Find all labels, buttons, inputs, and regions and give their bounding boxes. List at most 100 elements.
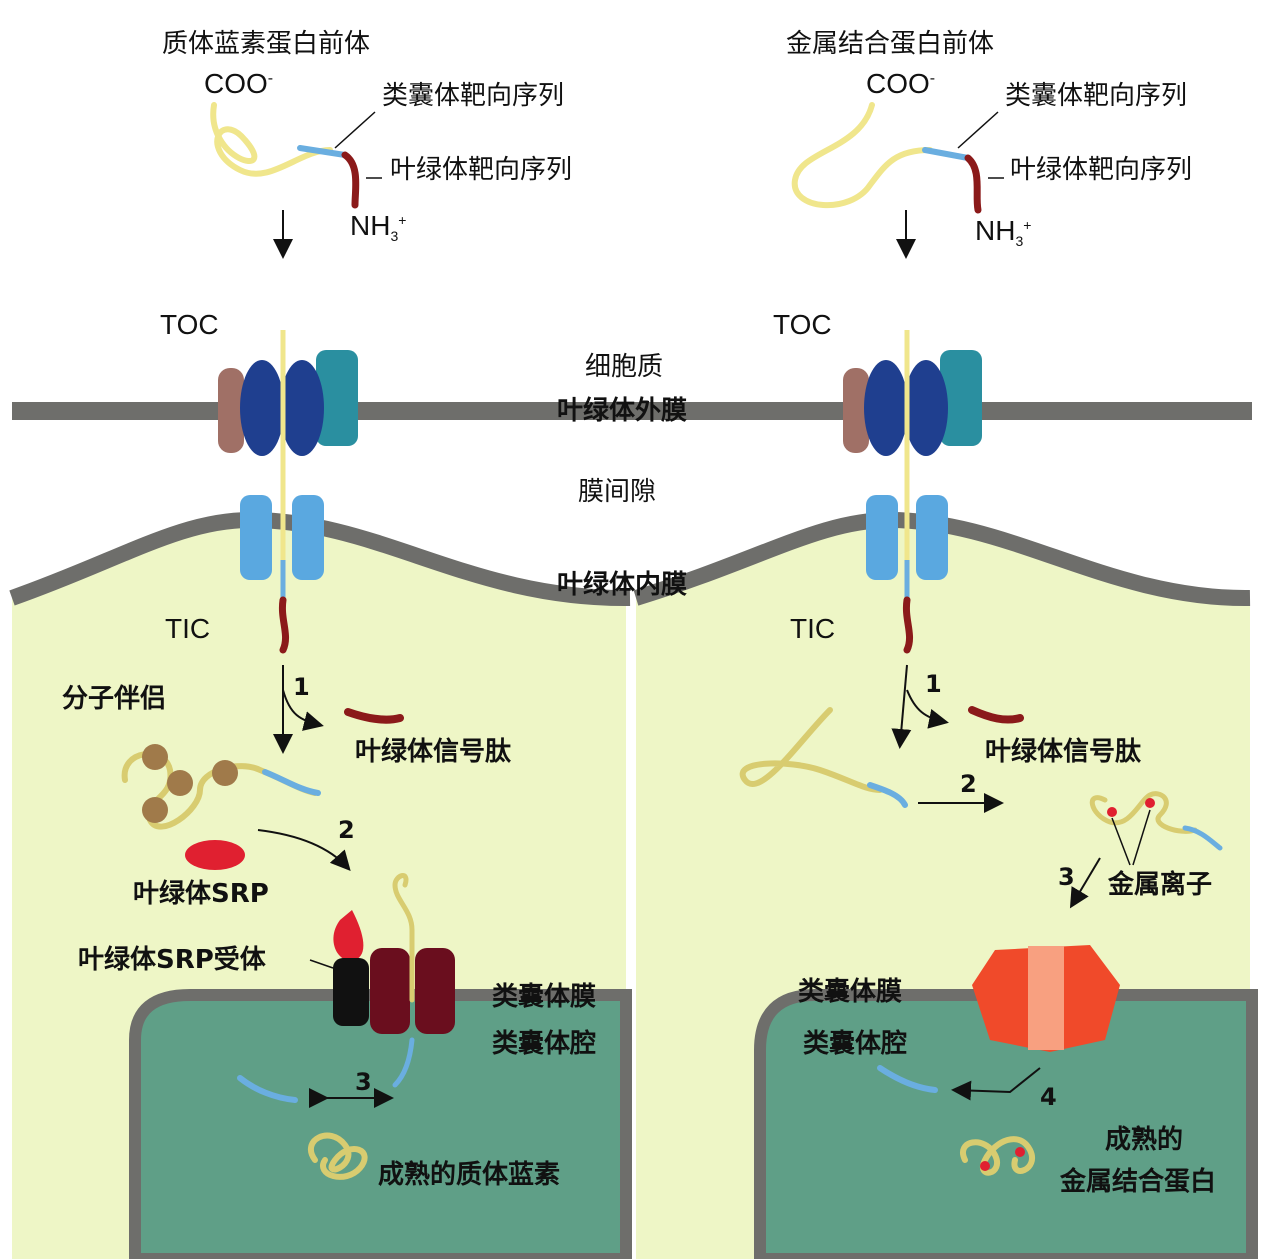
right-unfolded-signal: [867, 782, 908, 808]
left-toc-teal-subunit: [316, 350, 358, 446]
right-metal-protein-core: [1028, 946, 1064, 1050]
left-thylakoid-lumen-label: 类囊体腔: [492, 1029, 596, 1059]
right-thylakoid-signal: [922, 147, 971, 161]
right-cleaved-signal: [968, 706, 1024, 724]
left-step2: 2: [338, 816, 355, 844]
left-chaperone-label: 分子伴侣: [62, 684, 166, 714]
right-step4-arrow: [951, 1067, 1041, 1101]
right-metal-bound-chain: [1089, 791, 1198, 834]
left-srp-receptor-label: 叶绿体SRP受体: [78, 944, 267, 975]
right-metal-ion-label: 金属离子: [1107, 869, 1212, 900]
right-unfolded-chain: [739, 707, 883, 793]
panel-divider: [626, 590, 634, 1259]
thylakoid-lumen-left: [129, 989, 632, 1259]
left-thylakoid-signal: [297, 145, 348, 158]
left-tic-subunit-2: [292, 495, 324, 580]
left-srp-receptor-leader: [309, 959, 334, 969]
right-toc-teal-subunit: [940, 350, 982, 446]
left-precursor-title: 质体蓝素蛋白前体: [162, 29, 370, 59]
outer-membrane-label: 叶绿体外膜: [557, 396, 687, 426]
right-thylakoid-membrane-label: 类囊体膜: [798, 977, 902, 1007]
right-toc-brown-subunit: [843, 368, 869, 453]
right-arrow-down-2: [891, 664, 912, 749]
left-srp-on-receptor: [333, 910, 364, 961]
intermembrane-space-label: 膜间隙: [578, 477, 656, 507]
right-step3: 3: [1058, 863, 1075, 891]
right-mature-label-line1: 成熟的: [1105, 1124, 1183, 1155]
left-n-terminus: NH3+: [350, 210, 406, 244]
right-step1-branch: [906, 689, 949, 729]
left-tic-subunit-1: [240, 495, 272, 580]
left-srp-receptor: [333, 958, 369, 1026]
left-c-terminus: COO-: [204, 68, 273, 99]
right-tic-subunit-1: [866, 495, 898, 580]
left-lumen-signal: [237, 1075, 298, 1103]
left-thylakoid-seq-leader: [334, 111, 376, 149]
left-signal-peptide-label: 叶绿体信号肽: [355, 737, 512, 767]
left-toc-brown-subunit: [218, 368, 244, 453]
right-precursor-chain: [791, 102, 933, 208]
left-tic-label: TIC: [165, 613, 210, 644]
right-step4: 4: [1040, 1083, 1057, 1111]
left-toc-blue-subunit-1: [240, 360, 284, 456]
right-chloroplast-seq-label: 叶绿体靶向序列: [1010, 155, 1192, 185]
right-metal-ion-1: [1107, 807, 1117, 817]
left-chaperone-ball-2: [167, 770, 193, 796]
right-step3-arrow: [1069, 857, 1101, 909]
right-metal-bound-signal: [1182, 825, 1223, 851]
right-tic-label: TIC: [790, 613, 835, 644]
right-metal-ion-2: [1145, 798, 1155, 808]
right-tic-subunit-2: [916, 495, 948, 580]
left-translocon-chain: [392, 873, 415, 1003]
inner-membrane-label: 叶绿体内膜: [557, 570, 687, 600]
left-mature-label: 成熟的质体蓝素: [378, 1159, 560, 1190]
right-toc-blue-subunit-1: [864, 360, 908, 456]
left-mature-protein: [307, 1132, 368, 1180]
left-translocating-chloroplast-signal: [278, 596, 290, 654]
cytoplasm-label: 细胞质: [585, 352, 663, 382]
left-chloroplast-signal: [341, 151, 360, 209]
right-thylakoid-seq-label: 类囊体靶向序列: [1005, 81, 1187, 111]
left-srp-label: 叶绿体SRP: [133, 879, 269, 909]
left-cleaved-signal: [344, 708, 404, 724]
left-toc-label: TOC: [160, 309, 219, 340]
left-step1-branch: [282, 689, 324, 731]
left-translocon-signal: [392, 1037, 415, 1088]
left-chaperone-ball-1: [142, 744, 168, 770]
right-translocating-chloroplast-signal: [902, 596, 914, 654]
left-step2-arrow: [257, 829, 351, 871]
left-thylakoid-membrane-label: 类囊体膜: [492, 982, 596, 1012]
left-chaperone-ball-4: [212, 760, 238, 786]
left-translocon-2: [415, 948, 455, 1034]
left-precursor-chain: [210, 102, 333, 177]
right-thylakoid-lumen-label: 类囊体腔: [803, 1029, 907, 1059]
right-mature-protein: [960, 1136, 1035, 1176]
right-mature-metal-ion-1: [980, 1161, 990, 1171]
right-c-terminus: COO-: [866, 68, 935, 99]
left-step3: 3: [355, 1068, 372, 1096]
right-n-terminus: NH3+: [975, 215, 1031, 249]
right-chloroplast-signal: [964, 154, 982, 214]
right-lumen-signal: [877, 1065, 938, 1093]
left-thylakoid-seq-label: 类囊体靶向序列: [382, 81, 564, 111]
right-precursor-title: 金属结合蛋白前体: [786, 29, 994, 59]
right-step2: 2: [960, 770, 977, 798]
thylakoid-lumen-right: [754, 989, 1258, 1259]
right-step1: 1: [925, 670, 942, 698]
right-toc-blue-subunit-2: [904, 360, 948, 456]
right-mature-label-line2: 金属结合蛋白: [1059, 1166, 1216, 1197]
right-thylakoid-seq-leader: [957, 111, 999, 149]
right-metal-ion-leader-1: [1111, 817, 1131, 866]
left-toc-blue-subunit-2: [280, 360, 324, 456]
right-signal-peptide-label: 叶绿体信号肽: [985, 737, 1142, 767]
inner-membrane-right: [633, 511, 1251, 607]
left-step1: 1: [293, 673, 310, 701]
left-chaperone-ball-3: [142, 797, 168, 823]
left-translocon-1: [370, 948, 410, 1034]
left-srp-particle: [185, 840, 245, 870]
left-chaperone-chain-signal: [262, 769, 321, 796]
left-chloroplast-seq-label: 叶绿体靶向序列: [390, 155, 572, 185]
right-toc-label: TOC: [773, 309, 832, 340]
right-mature-metal-ion-2: [1015, 1147, 1025, 1157]
